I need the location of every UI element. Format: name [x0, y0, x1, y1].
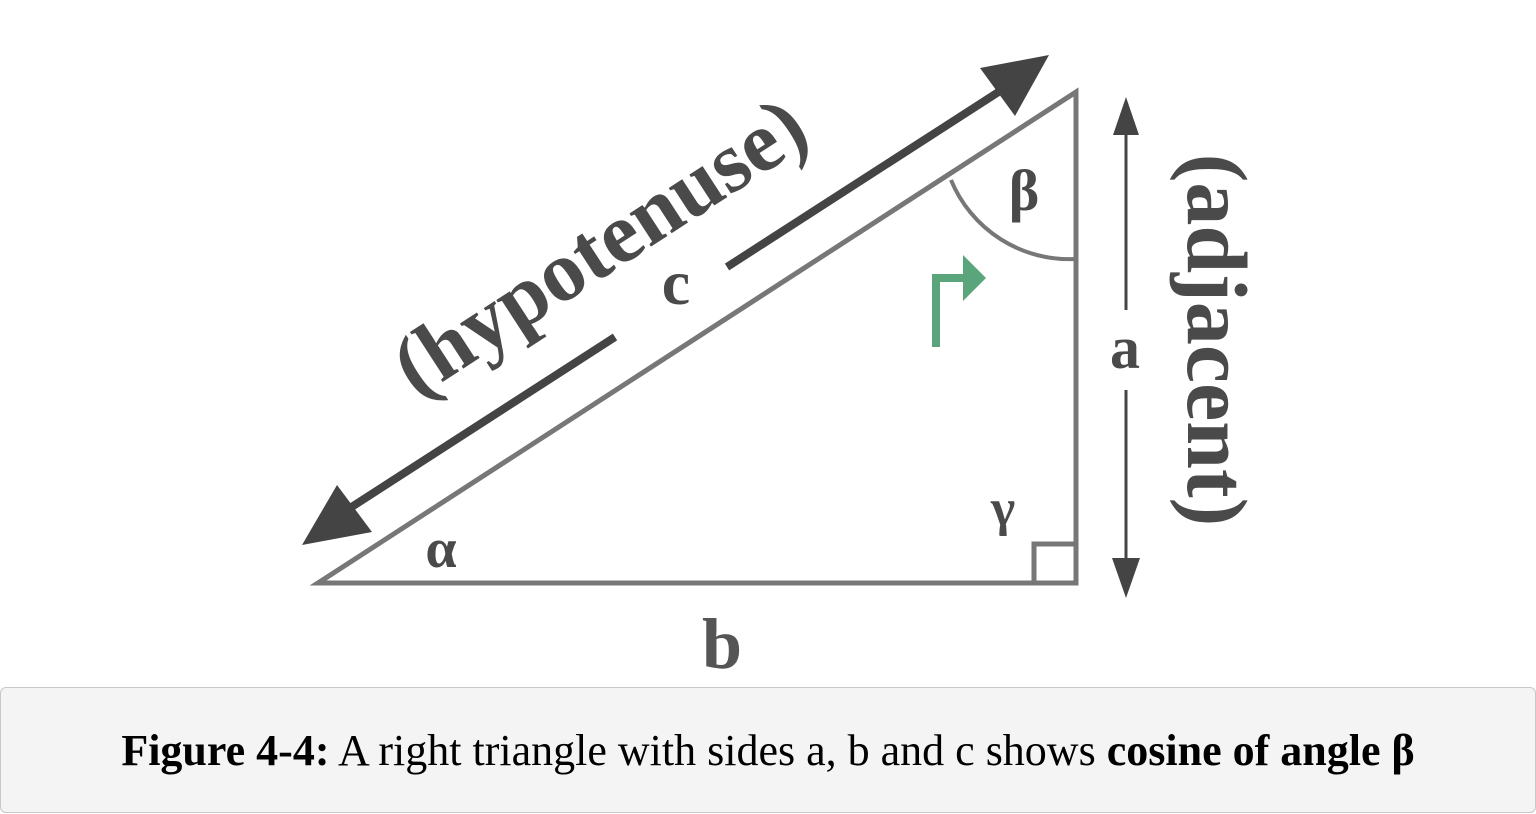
adjacent-label: (adjacent) — [1169, 154, 1265, 527]
side-c-label: c — [662, 247, 690, 318]
side-a-label: a — [1110, 315, 1140, 381]
triangle — [309, 87, 1079, 586]
gamma-label: γ — [990, 480, 1015, 537]
right-triangle-figure: (hypotenuse) c (adjacent) a b α β γ — [302, 55, 1265, 684]
caption-emphasis: cosine of angle β — [1106, 725, 1415, 775]
caption-text: A right triangle with sides a, b and c s… — [329, 725, 1107, 775]
figure-number: Figure 4-4: — [121, 725, 330, 775]
beta-angle-arc — [949, 179, 1077, 262]
alpha-label: α — [425, 518, 456, 580]
figure-caption: Figure 4-4: A right triangle with sides … — [121, 725, 1414, 776]
right-angle-marker — [1031, 541, 1076, 583]
adjacent-arrow — [1112, 97, 1140, 598]
green-turn-arrow-icon — [932, 255, 986, 347]
hypotenuse-arrow — [302, 55, 1049, 545]
caption-box: Figure 4-4: A right triangle with sides … — [0, 687, 1536, 813]
beta-label: β — [1009, 158, 1040, 223]
side-b-label: b — [702, 604, 742, 684]
